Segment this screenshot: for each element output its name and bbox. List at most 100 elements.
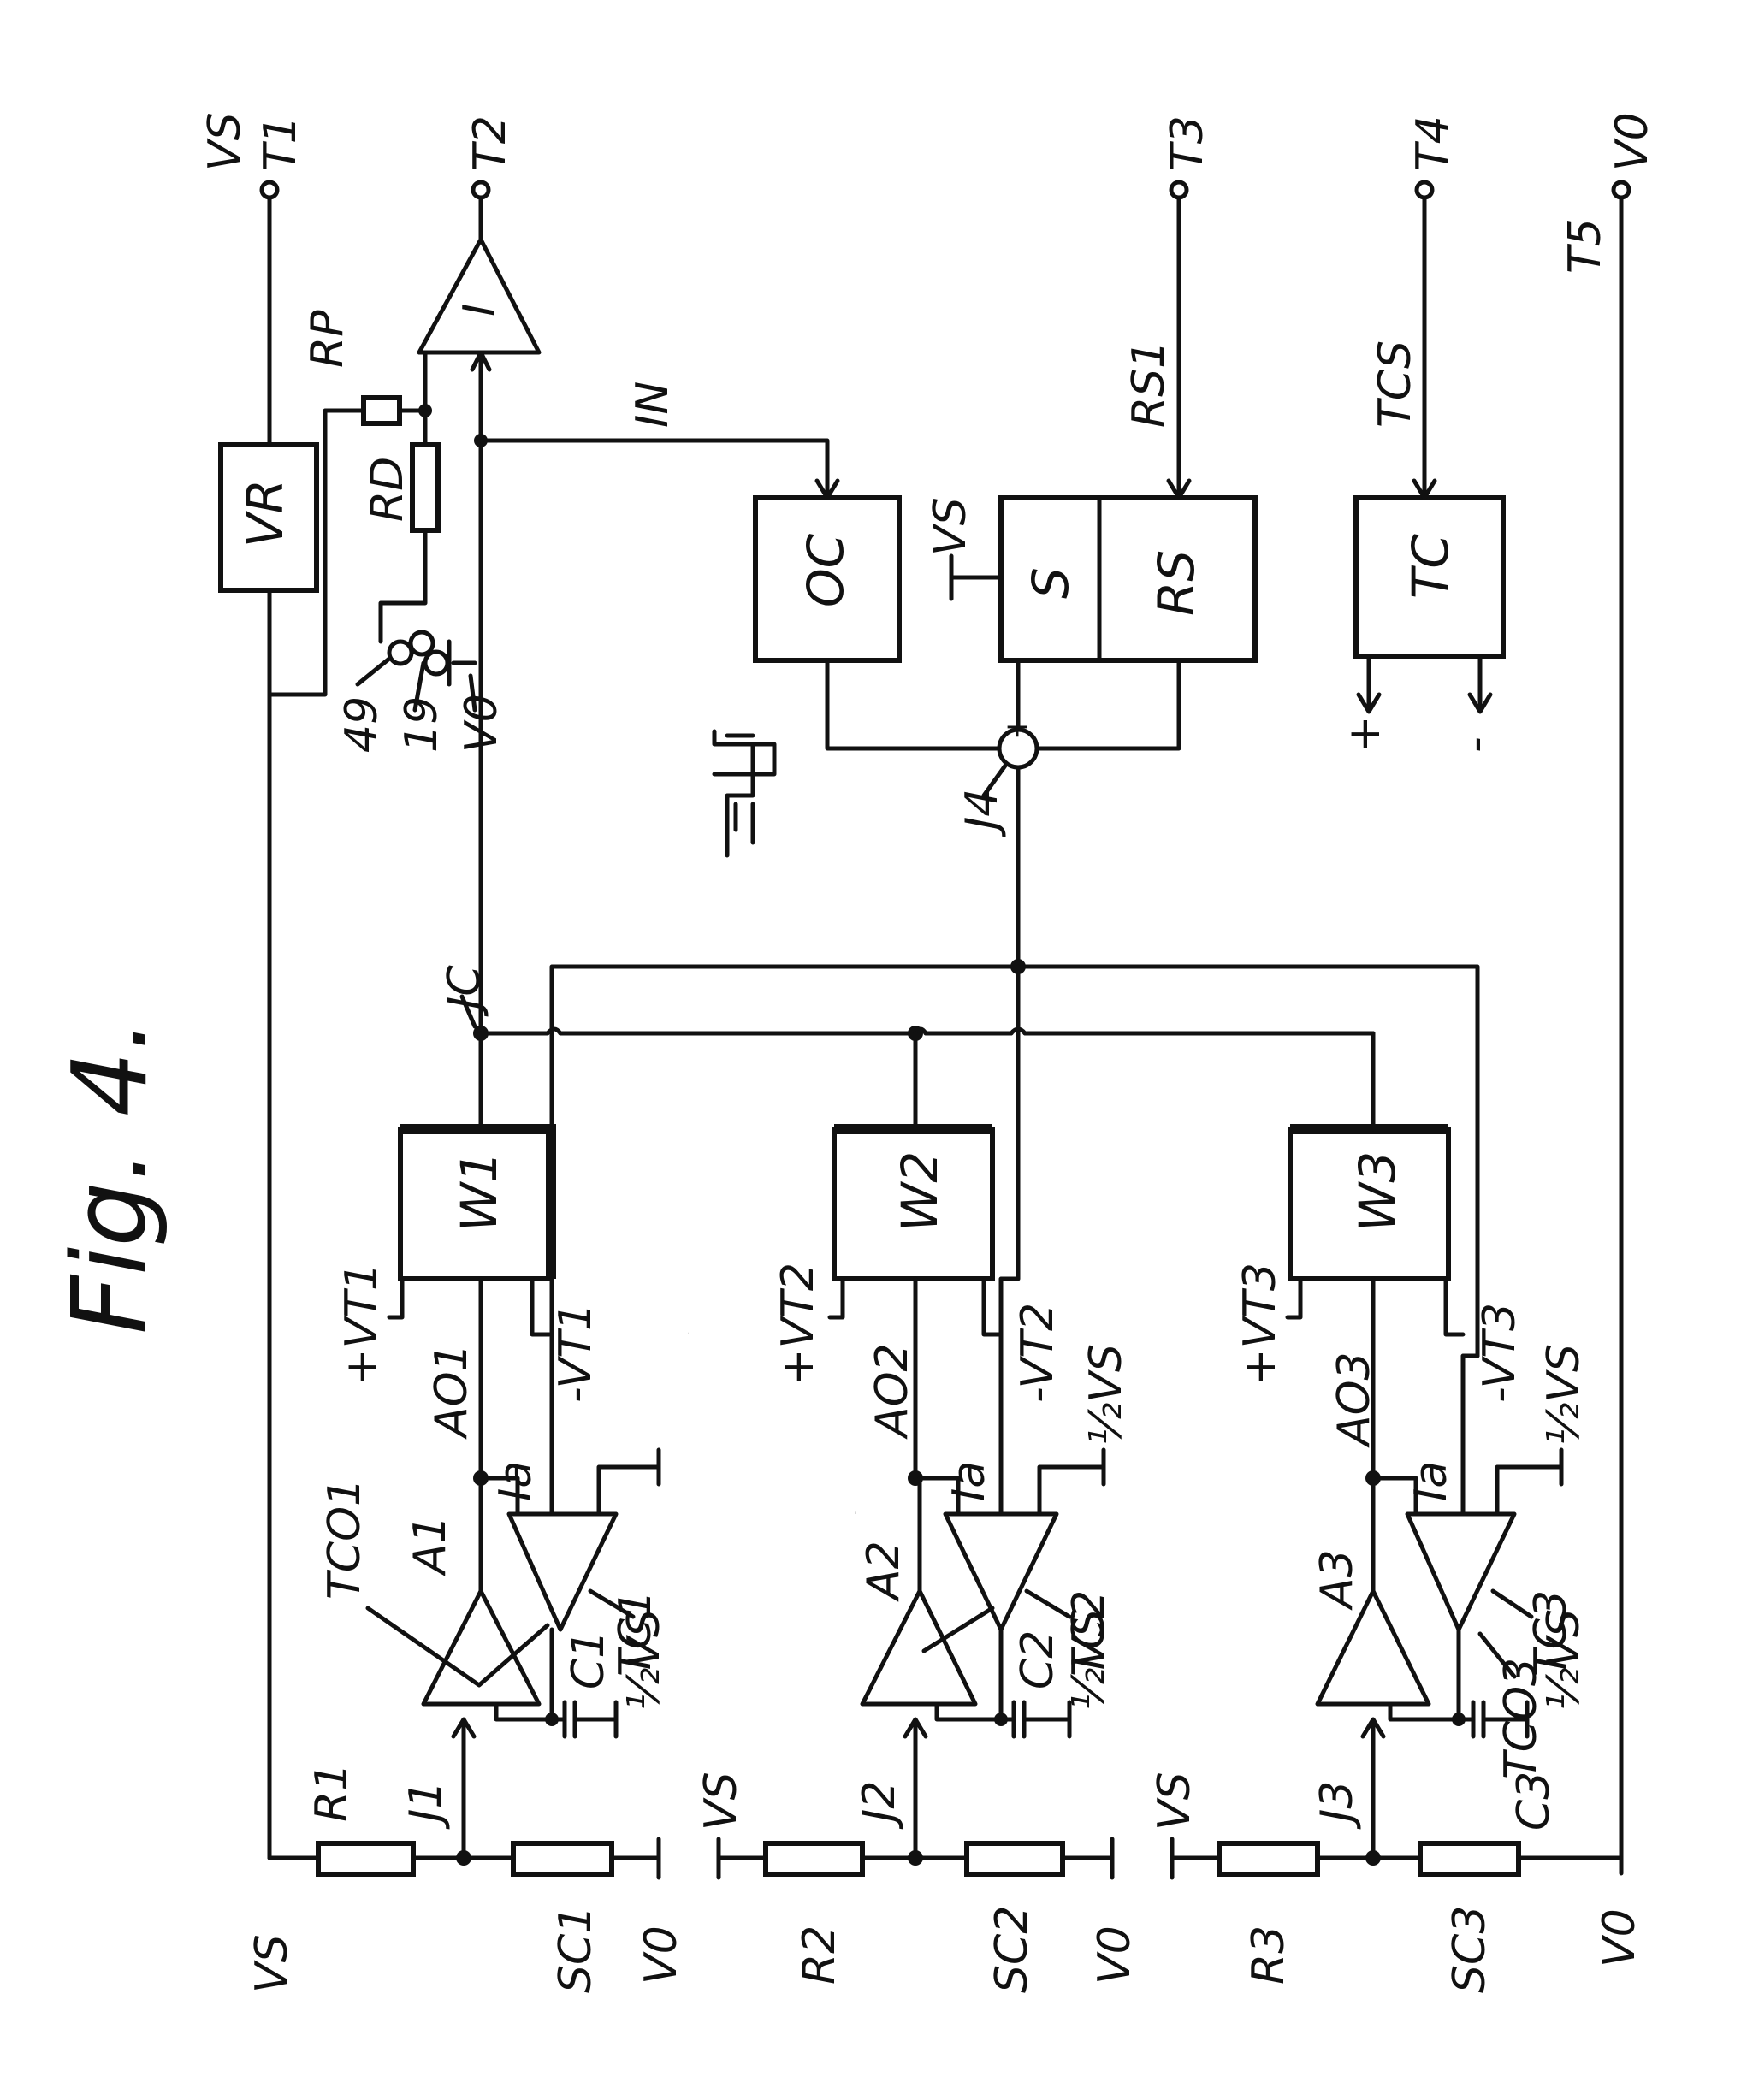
label-rd: RD [362,457,413,522]
rp-branch-wire [267,408,366,697]
vt1p-wire [387,1276,405,1320]
c2-to-half-vs [998,1700,1072,1739]
terminal-label-t4: T4 [1407,115,1459,171]
terminal-t1[interactable] [259,180,280,200]
resistor-r1 [316,1841,416,1877]
tc3-ref-wire [1495,1447,1564,1517]
tco2-leader [921,1606,995,1653]
label-vt1n: -VT1 [550,1303,601,1403]
block-w2-label: W2 [891,1151,949,1232]
ao2-to-tc2-wire [913,1476,961,1517]
c3-wire [1388,1627,1461,1722]
j1-input-wire [451,1717,477,1859]
vt2p-wire [827,1276,845,1320]
terminal-t3[interactable] [1169,180,1189,200]
block-s-label: S [1022,567,1080,599]
label-vt3n: -VT3 [1474,1303,1525,1403]
label-vs-ch3: VS [1149,1772,1200,1831]
label-r3: R3 [1243,1925,1294,1985]
vt2n-wire [981,1276,1004,1337]
tc-plus-label: + [1339,715,1390,753]
vt3p-wire [1285,1276,1303,1320]
label-a1: A1 [405,1515,456,1576]
comparator-tc2 [943,1511,1059,1632]
block-w3-label: W3 [1348,1151,1406,1232]
label-vt3p: +VT3 [1235,1263,1286,1386]
amplifier-i [417,237,542,355]
label-c1: C1 [563,1630,614,1689]
pulse-waveform-2 [733,802,755,845]
tc-minus-label: - [1450,736,1501,753]
pin-19b [423,649,450,677]
label-j2: J2 [854,1781,905,1830]
leader-v0 [468,673,477,713]
c2-wire [934,1627,1004,1722]
ch3-rail-wire [1170,1837,1624,1880]
j2-input-wire [903,1717,928,1859]
summer-plus-sign: + [999,714,1034,740]
resistor-rd [410,442,441,533]
node-to-amp-wire [423,344,439,413]
tc3-leader [1490,1588,1534,1619]
supply-label-vs-t1: VS [199,112,251,171]
c3-to-half-vs [1456,1700,1530,1739]
terminal-t2[interactable] [471,180,491,200]
signal-label-in: IN [627,382,678,428]
terminal-label-t2: T2 [465,115,516,171]
leader-19 [412,660,426,713]
amplifier-a2 [860,1588,978,1707]
block-tc-label: TC [1401,534,1460,599]
label-half-vs-c2: ½VS [1063,1609,1115,1711]
amplifier-a1 [421,1588,542,1707]
c1-to-half-vs [572,1700,619,1739]
vt1n-wire [530,1276,552,1337]
figure-title: Fig. 4. [51,1019,170,1334]
c1-wire [494,1627,554,1722]
block-w1-label: W1 [450,1151,508,1232]
label-tc1: TC1 [610,1590,661,1677]
block-vr [218,442,319,593]
j3-input-wire [1360,1717,1386,1859]
label-c2: C2 [1012,1630,1063,1689]
bus-hop-1 [545,1026,563,1036]
label-vs: VS [246,1934,298,1993]
tc-minus-wire [1467,654,1493,714]
label-tc3: TC3 [1525,1590,1577,1677]
label-r2: R2 [794,1925,845,1985]
jc-bus-wire [478,1031,1376,1132]
label-rp: RP [302,310,353,368]
tco3-leader [1477,1631,1517,1679]
block-w1-edge [400,1124,556,1279]
block-w3 [1288,1127,1451,1281]
vs-to-s-wire [949,553,1004,601]
ia2-wire [998,1212,1021,1542]
terminal-label-t3: T3 [1162,115,1213,171]
amp-in-arrow [470,350,492,372]
terminal-t4[interactable] [1414,180,1435,200]
label-half-vs-c3: ½VS [1538,1609,1590,1711]
jc-leader [459,994,477,1029]
ao3-to-tc3-wire [1371,1476,1418,1517]
block-rs-label: RS [1147,550,1205,616]
terminal-t5[interactable] [1611,180,1631,200]
label-sc2: SC2 [986,1906,1038,1993]
pin-49 [387,639,414,666]
label-sc3: SC3 [1444,1906,1495,1993]
label-ao3: AO3 [1329,1352,1380,1448]
rs1-arrow [1166,478,1192,500]
pin-19a [408,630,435,657]
comparator-tc1 [506,1511,619,1632]
tc2-leader [1024,1588,1072,1619]
block-s-rs [998,495,1258,663]
label-a3: A3 [1312,1549,1363,1611]
label-r1: R1 [306,1763,358,1822]
label-ao2: AO2 [867,1343,918,1440]
block-vr-label: VR [236,479,294,547]
label-j3: J3 [1312,1781,1363,1830]
label-v0-ch3: V0 [1594,1908,1645,1967]
block-tc [1353,495,1506,659]
label-vs-ch2: VS [696,1772,747,1831]
label-tc2: TC2 [1063,1590,1115,1677]
sensor-sc2 [964,1841,1065,1877]
supply-label-vs-rs: VS [925,497,976,556]
